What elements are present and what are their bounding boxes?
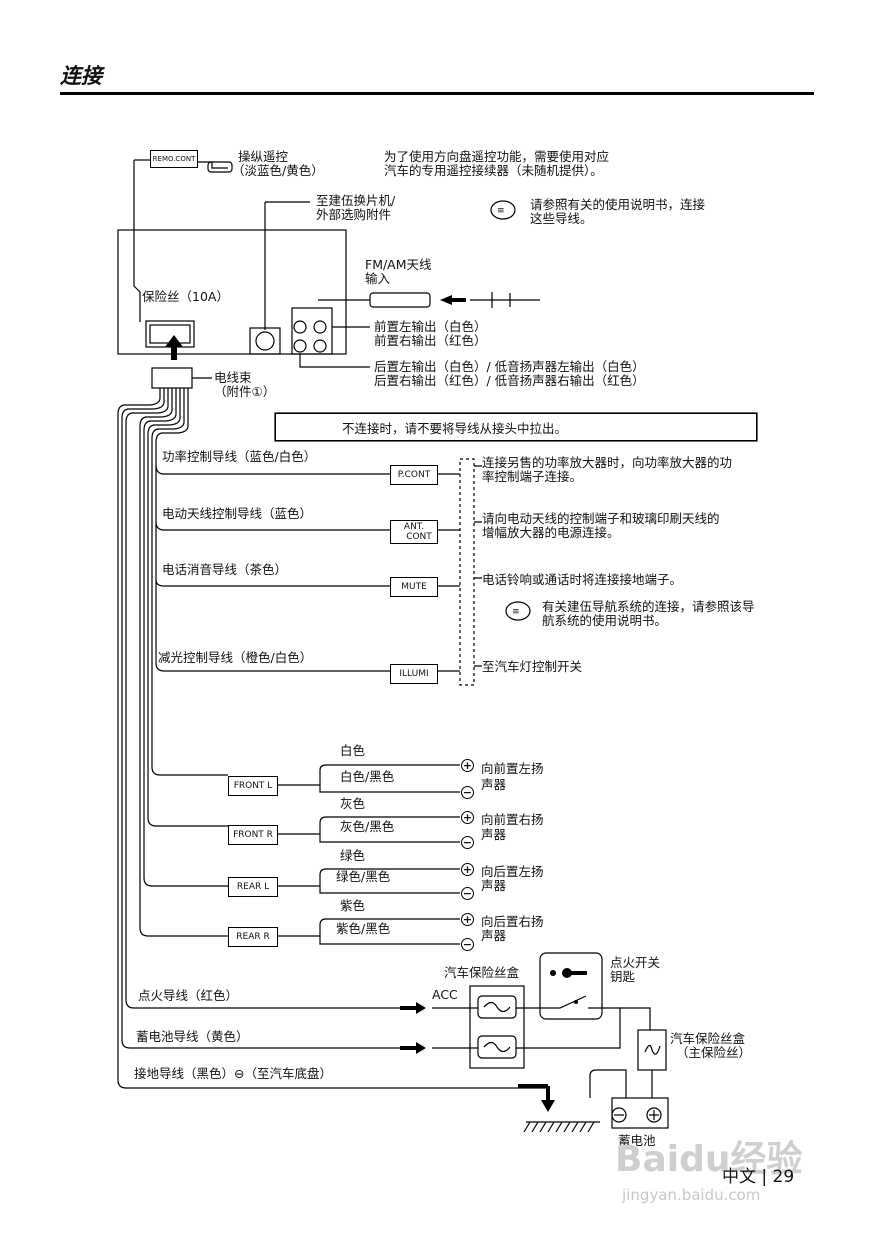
remote-label-2: （淡蓝色/黄色） bbox=[232, 163, 324, 178]
rear-r-dest-2: 声器 bbox=[481, 928, 507, 943]
speech-bubble-icon: ≡ bbox=[512, 607, 520, 617]
title-rule bbox=[60, 92, 814, 95]
fuse-label: 保险丝（10A） bbox=[142, 289, 229, 304]
navi-note-2: 航系统的使用说明书。 bbox=[542, 613, 668, 628]
rear-output-left: 后置左输出（白色）/ 低音扬声器左输出（白色） bbox=[374, 359, 645, 374]
antcont-note-2: 增幅放大器的电源连接。 bbox=[482, 525, 620, 540]
front-l-dest-1: 向前置左扬 bbox=[481, 761, 544, 776]
front-l-dest-2: 声器 bbox=[481, 777, 507, 792]
pcont-note-2: 率控制端子连接。 bbox=[482, 469, 583, 484]
changer-label-2: 外部选购附件 bbox=[316, 207, 392, 222]
pcont-lead-label: 功率控制导线（蓝色/白色） bbox=[162, 449, 317, 464]
antcont-note-1: 请向电动天线的控制端子和玻璃印刷天线的 bbox=[482, 511, 720, 526]
front-r-dest-1: 向前置右扬 bbox=[481, 812, 544, 827]
minus-icon: − bbox=[461, 836, 474, 849]
rear-l-neg-color: 绿色/黑色 bbox=[336, 869, 391, 884]
illumi-note: 至汽车灯控制开关 bbox=[482, 659, 583, 674]
minus-icon: − bbox=[461, 887, 474, 900]
mute-note: 电话铃响或通话时将连接接地端子。 bbox=[482, 572, 683, 587]
harness-label-1: 电线束 bbox=[214, 370, 252, 385]
rear-r-box: REAR R bbox=[228, 927, 278, 947]
front-l-pos-color: 白色 bbox=[340, 743, 366, 758]
manual-note-2: 这些导线。 bbox=[530, 211, 593, 226]
remote-note-2: 汽车的专用遥控接续器（未随机提供）。 bbox=[384, 163, 603, 178]
plus-icon: + bbox=[461, 863, 474, 876]
remote-note-1: 为了使用方向盘遥控功能，需要使用对应 bbox=[384, 149, 610, 164]
ground-lead-label: 接地导线（黑色）⊖（至汽车底盘） bbox=[134, 1066, 332, 1081]
ignition-lead-label: 点火导线（红色） bbox=[138, 988, 239, 1003]
speech-bubble-icon: ≡ bbox=[497, 206, 505, 216]
minus-icon: − bbox=[461, 786, 474, 799]
front-r-pos-color: 灰色 bbox=[340, 796, 366, 811]
front-output-right: 前置右输出（红色） bbox=[374, 333, 487, 348]
front-output-left: 前置左输出（白色） bbox=[374, 319, 487, 334]
harness-label-2: （附件①） bbox=[214, 384, 276, 399]
antcont-box: ANT. CONT bbox=[390, 520, 438, 544]
front-l-neg-color: 白色/黑色 bbox=[340, 769, 395, 784]
antcont-lead-label: 电动天线控制导线（蓝色） bbox=[162, 506, 313, 521]
rear-l-dest-2: 声器 bbox=[481, 878, 507, 893]
battery-lead-label: 蓄电池导线（黄色） bbox=[136, 1029, 249, 1044]
rear-r-neg-color: 紫色/黑色 bbox=[336, 921, 391, 936]
plus-icon: + bbox=[461, 913, 474, 926]
page-number: 中文 | 29 bbox=[722, 1167, 795, 1187]
minus-icon: − bbox=[461, 938, 474, 951]
antcont-box-line1: ANT. bbox=[403, 522, 425, 532]
ignition-switch-label-1: 点火开关 bbox=[610, 955, 661, 970]
rear-l-dest-1: 向后置左扬 bbox=[481, 864, 544, 879]
fuse-box-label: 汽车保险丝盒 bbox=[444, 965, 520, 980]
section-title: 连接 bbox=[60, 64, 102, 88]
pcont-note-1: 连接另售的功率放大器时，向功率放大器的功 bbox=[482, 455, 733, 470]
front-r-dest-2: 声器 bbox=[481, 827, 507, 842]
mute-lead-label: 电话消音导线（茶色） bbox=[162, 562, 288, 577]
rear-output-right: 后置右输出（红色）/ 低音扬声器右输出（红色） bbox=[374, 373, 645, 388]
remote-label-1: 操纵遥控 bbox=[238, 149, 289, 164]
antenna-label-1: FM/AM天线 bbox=[365, 257, 432, 272]
plus-icon: + bbox=[461, 811, 474, 824]
watermark-logo: Baidu经验 bbox=[615, 1139, 803, 1180]
navi-note-1: 有关建伍导航系统的连接，请参照该导 bbox=[542, 599, 755, 614]
front-r-neg-color: 灰色/黑色 bbox=[340, 819, 395, 834]
antcont-box-line2: CONT bbox=[406, 532, 432, 542]
pcont-box: P.CONT bbox=[390, 465, 438, 485]
watermark-url: jingyan.baidu.com bbox=[622, 1186, 761, 1204]
rear-l-box: REAR L bbox=[228, 877, 278, 897]
illumi-lead-label: 减光控制导线（橙色/白色） bbox=[158, 650, 313, 665]
illumi-box: ILLUMI bbox=[390, 664, 438, 684]
battery-label: 蓄电池 bbox=[618, 1133, 656, 1148]
main-fuse-label-1: 汽车保险丝盒 bbox=[670, 1031, 746, 1046]
main-fuse-label-2: （主保险丝） bbox=[676, 1045, 752, 1060]
rear-l-pos-color: 绿色 bbox=[340, 848, 366, 863]
front-l-box: FRONT L bbox=[228, 776, 278, 796]
front-r-box: FRONT R bbox=[228, 825, 278, 845]
rear-r-dest-1: 向后置右扬 bbox=[481, 914, 544, 929]
mute-box: MUTE bbox=[390, 577, 438, 597]
changer-label-1: 至建伍换片机/ bbox=[316, 193, 396, 208]
warning-note: 不连接时，请不要将导线从接头中拉出。 bbox=[275, 413, 757, 441]
plus-icon: + bbox=[461, 759, 474, 772]
remo-cont-box: REMO.CONT bbox=[150, 150, 198, 168]
acc-label: ACC bbox=[432, 987, 458, 1002]
antenna-label-2: 输入 bbox=[365, 271, 391, 286]
ignition-switch-label-2: 钥匙 bbox=[610, 969, 636, 984]
manual-note-1: 请参照有关的使用说明书，连接 bbox=[530, 197, 706, 212]
rear-r-pos-color: 紫色 bbox=[340, 898, 366, 913]
